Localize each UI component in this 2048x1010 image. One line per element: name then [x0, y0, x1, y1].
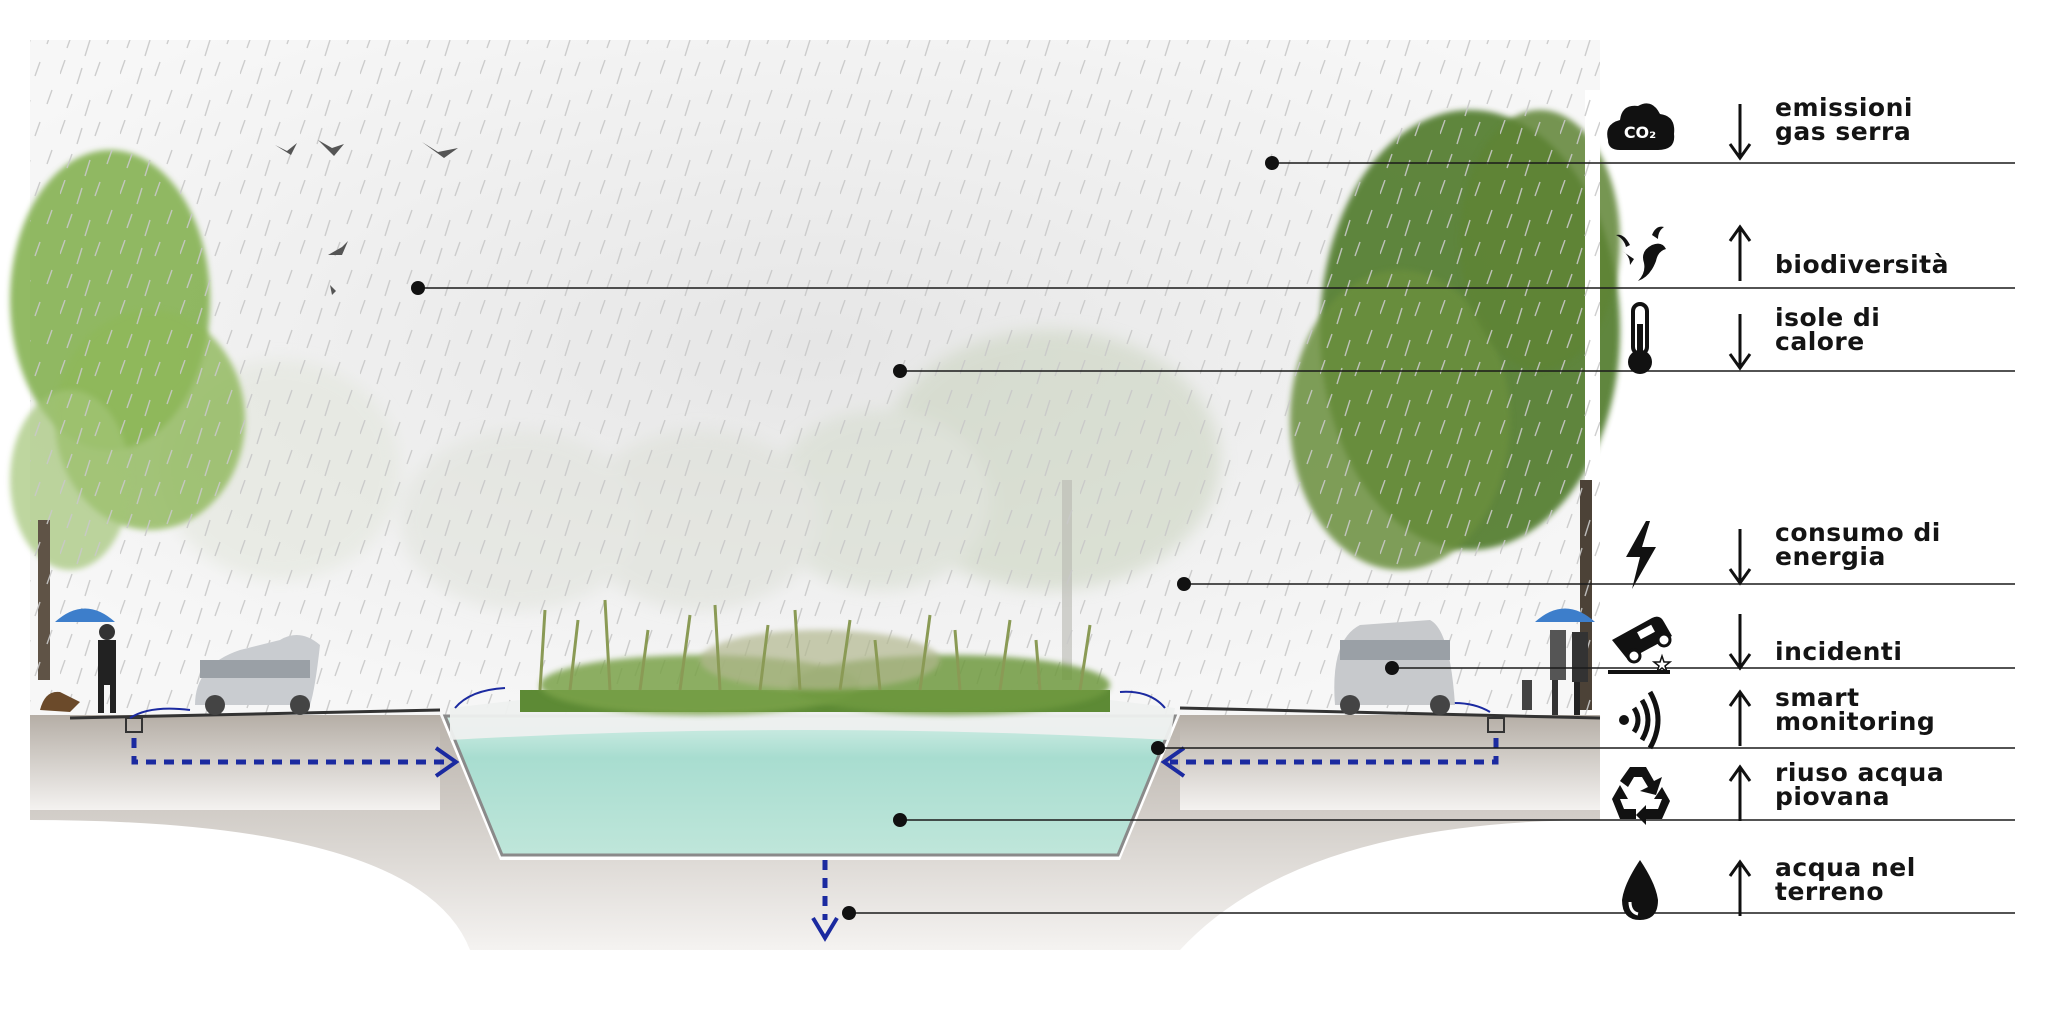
birds [275, 140, 458, 295]
thermometer-icon [1628, 302, 1652, 374]
car-left [195, 635, 320, 715]
wireless-signal-icon [1619, 690, 1661, 750]
legend-accidents-label: incidenti [1775, 637, 1903, 666]
flow-arrowheads [434, 746, 1186, 942]
drain-right [1487, 717, 1505, 733]
arrow-up-icon [1728, 764, 1752, 821]
arrow-up-icon [1728, 689, 1752, 746]
drain-left [125, 717, 143, 733]
leader-dots [411, 156, 1399, 920]
legend-biodiversity-label: biodiversità [1775, 250, 1949, 279]
water-drop-icon [1622, 860, 1658, 920]
runoff-curls [129, 687, 1491, 719]
arrow-up-icon [1728, 224, 1752, 281]
bioswale-basin [442, 714, 1178, 857]
road-line-right [1179, 706, 1601, 720]
arrow-down-icon [1728, 614, 1752, 671]
car-crash-icon [1608, 616, 1673, 675]
planted-strip [520, 599, 1110, 715]
legend-accidents: incidenti [1600, 600, 2020, 680]
rain-streaks [30, 40, 1600, 720]
water-flow-arrows [131, 738, 1499, 920]
arrow-down-icon [1728, 314, 1752, 371]
leader-lines [418, 162, 2015, 914]
road-surface-left [30, 715, 440, 810]
birds-icon [1616, 226, 1666, 281]
arrow-down-icon [1728, 529, 1752, 586]
arrow-down-icon [1728, 104, 1752, 161]
arrow-up-icon [1728, 859, 1752, 916]
pedestrian-left [40, 608, 116, 713]
basin-top-lid [450, 700, 1175, 740]
co2-label: CO₂ [1624, 123, 1656, 142]
legend-biodiversity: biodiversità [1600, 215, 2020, 295]
co2-cloud-icon: CO₂ [1607, 103, 1675, 150]
lightning-icon [1626, 521, 1656, 589]
recycle-icon [1612, 767, 1670, 825]
